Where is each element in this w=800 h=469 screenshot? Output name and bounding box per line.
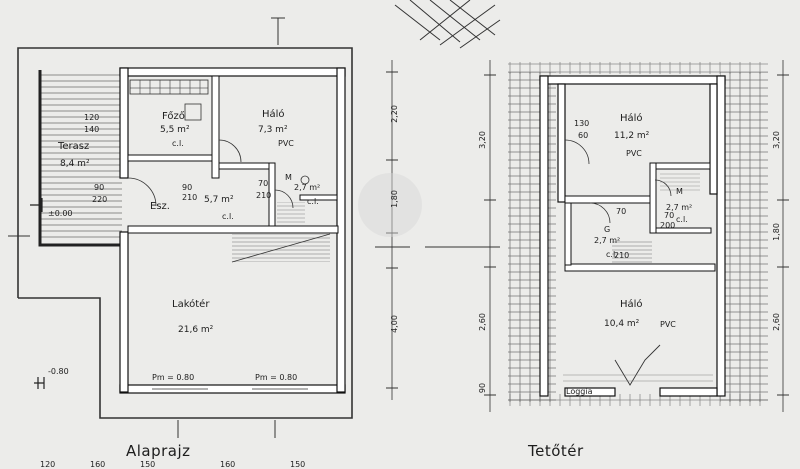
window-pm-1: Pm = 0.80 <box>152 373 195 382</box>
terrace-wall <box>38 70 122 247</box>
fozo-name: Főző <box>162 111 185 122</box>
attic-dim-left-1: 3,20 <box>477 131 487 149</box>
esz-name: Esz. <box>150 201 170 212</box>
attic-dim-left-2: 2,60 <box>477 313 487 331</box>
terrace-hatch <box>40 70 122 240</box>
attic-halo1-floor: PVC <box>626 149 642 158</box>
ground-floor-title: Alaprajz <box>126 442 191 460</box>
halo-name: Háló <box>262 109 285 120</box>
terrace-outline <box>17 47 353 419</box>
opening-2b: 220 <box>92 195 108 204</box>
level-minus: -0.80 <box>48 367 69 376</box>
scale-1: 120 <box>40 460 56 469</box>
scale-3: 150 <box>140 460 156 469</box>
attic-halo2-name: Háló <box>620 299 643 310</box>
attic-dim-right-1: 3,20 <box>771 131 781 149</box>
door-arc-3 <box>274 189 294 209</box>
attic-m-name: M <box>676 187 683 196</box>
attic-opening-2b: 200 <box>660 221 676 230</box>
roof-hatch-left <box>508 72 556 402</box>
attic-opening-1b: 60 <box>578 131 589 140</box>
bath-fixture <box>277 202 305 224</box>
attic-halo2-floor: PVC <box>660 320 676 329</box>
opening-2: 90 <box>94 183 105 192</box>
gf-dim-right-1: 2,20 <box>389 105 399 123</box>
level-zero: ±0.00 <box>48 209 73 218</box>
attic-opening-1: 130 <box>574 119 590 128</box>
fozo-area: 5,5 m² <box>160 125 190 135</box>
scale-5: 150 <box>290 460 306 469</box>
attic-opening-3: 70 <box>616 207 627 216</box>
terasz-name: Terasz <box>58 141 90 152</box>
gf-dim-right-2: 1,80 <box>389 190 399 208</box>
opening-3: 90 <box>182 183 193 192</box>
roof-grid <box>394 0 501 49</box>
esz-floor: c.l. <box>222 212 234 221</box>
opening-1b: 140 <box>84 125 100 134</box>
attic-inner-walls <box>564 162 716 272</box>
halo-area: 7,3 m² <box>258 125 288 135</box>
attic-halo1-area: 11,2 m² <box>614 131 650 141</box>
door-arc-1 <box>127 177 157 207</box>
esz-area: 5,7 m² <box>204 195 234 205</box>
attic-halo2-area: 10,4 m² <box>604 319 640 329</box>
attic-halo1-name: Háló <box>620 113 643 124</box>
kitchen-counter <box>129 79 209 95</box>
attic-opening-2: 70 <box>664 211 675 220</box>
attic-dim-right-2: 1,80 <box>771 223 781 241</box>
door-arc-2 <box>218 139 242 163</box>
attic-title: Tetőtér <box>528 442 584 460</box>
scale-2: 160 <box>90 460 106 469</box>
terasz-area: 8,4 m² <box>60 159 90 169</box>
opening-4: 70 <box>258 179 269 188</box>
ground-outer-walls <box>119 67 346 394</box>
m-floor: c.l. <box>307 197 319 206</box>
stove <box>184 103 202 121</box>
attic-g-area: 2,7 m² <box>594 236 621 245</box>
attic-g-floor: c.l. <box>606 250 618 259</box>
m-area: 2,7 m² <box>294 183 321 192</box>
loggia-name: Loggia <box>566 387 593 396</box>
ground-inner-walls <box>127 75 339 234</box>
attic-outer-walls <box>539 75 726 397</box>
roof-hatch-right <box>720 72 768 402</box>
attic-plan <box>394 0 789 412</box>
attic-stairs <box>612 240 652 264</box>
fozo-floor: c.l. <box>172 139 184 148</box>
opening-1: 120 <box>84 113 100 122</box>
lakoter-area: 21,6 m² <box>178 325 214 335</box>
attic-m-area: 2,7 m² <box>666 203 693 212</box>
scale-4: 160 <box>220 460 236 469</box>
m-name: M <box>285 173 292 182</box>
gf-dim-right-3: 4,00 <box>389 315 399 333</box>
halo-floor: PVC <box>278 139 294 148</box>
attic-g-name: G <box>604 225 611 234</box>
attic-dim-right-3: 2,60 <box>771 313 781 331</box>
attic-opening-3b: 210 <box>614 251 630 260</box>
opening-4b: 210 <box>256 191 272 200</box>
ground-floor-plan <box>8 17 500 438</box>
attic-dim-left-3: 90 <box>478 382 488 394</box>
window-pm-2: Pm = 0.80 <box>255 373 298 382</box>
lakoter-name: Lakótér <box>172 299 210 310</box>
opening-3b: 210 <box>182 193 198 202</box>
attic-m-floor: c.l. <box>676 215 688 224</box>
